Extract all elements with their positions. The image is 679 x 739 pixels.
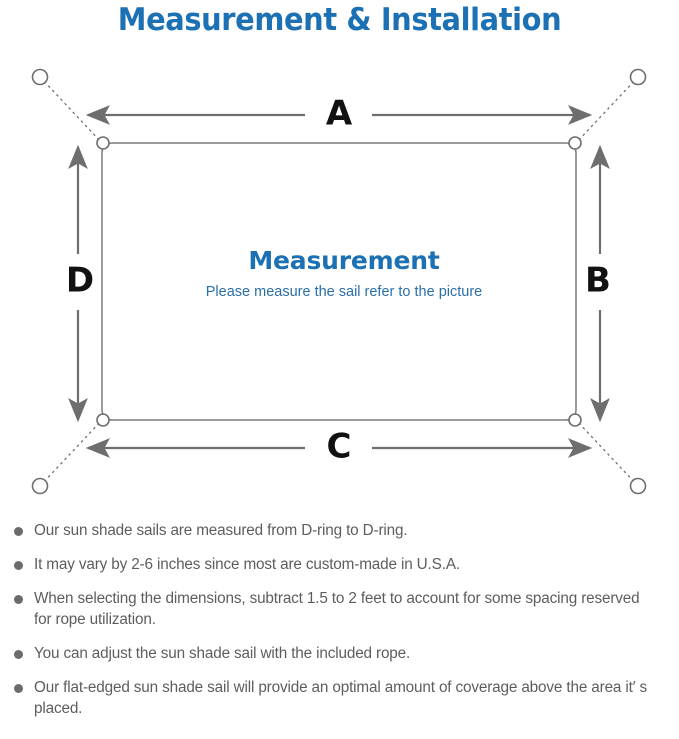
- dimension-d-label: D: [66, 261, 94, 301]
- anchor-top-right-icon: [629, 68, 647, 86]
- dimension-b: B: [585, 144, 611, 423]
- d-ring-top-left-icon: [96, 136, 110, 150]
- rope-line-bottom-left: [39, 419, 103, 487]
- sail-center-subheading: Please measure the sail refer to the pic…: [206, 284, 482, 300]
- list-item: When selecting the dimensions, subtract …: [0, 588, 679, 630]
- bullet-icon: [14, 684, 23, 693]
- note-text: Our sun shade sails are measured from D-…: [34, 522, 408, 539]
- sail-center-heading: Measurement: [248, 246, 439, 275]
- d-ring-top-right-icon: [568, 136, 582, 150]
- list-item: Our flat-edged sun shade sail will provi…: [0, 677, 679, 719]
- note-text: When selecting the dimensions, subtract …: [34, 590, 640, 628]
- bullet-icon: [14, 527, 23, 536]
- dimension-d: D: [66, 144, 94, 423]
- note-text: It may vary by 2-6 inches since most are…: [34, 556, 460, 573]
- dimension-c-label: C: [327, 427, 352, 467]
- rope-line-bottom-right: [575, 419, 639, 487]
- anchor-top-left-icon: [31, 68, 49, 86]
- d-ring-bottom-left-icon: [96, 413, 110, 427]
- anchor-bottom-right-icon: [629, 477, 647, 495]
- measurement-diagram: A C D B Measurement Please measure the s…: [0, 48, 679, 518]
- dimension-c: C: [85, 427, 593, 467]
- rope-line-top-right: [575, 76, 639, 144]
- note-text: You can adjust the sun shade sail with t…: [34, 645, 411, 662]
- list-item: You can adjust the sun shade sail with t…: [0, 643, 679, 664]
- bullet-icon: [14, 650, 23, 659]
- note-text: Our flat-edged sun shade sail will provi…: [34, 679, 648, 717]
- bullet-icon: [14, 561, 23, 570]
- dimension-b-label: B: [585, 261, 611, 301]
- dimension-a-label: A: [326, 94, 353, 134]
- d-rings: [96, 136, 582, 427]
- anchor-points: [31, 68, 647, 495]
- d-ring-bottom-right-icon: [568, 413, 582, 427]
- list-item: Our sun shade sails are measured from D-…: [0, 520, 679, 541]
- bullet-icon: [14, 595, 23, 604]
- notes-list: Our sun shade sails are measured from D-…: [0, 520, 679, 732]
- anchor-bottom-left-icon: [31, 477, 49, 495]
- list-item: It may vary by 2-6 inches since most are…: [0, 554, 679, 575]
- dimension-a: A: [85, 94, 593, 134]
- sail-outline: [101, 142, 577, 421]
- rope-line-top-left: [39, 76, 103, 144]
- page-title: Measurement & Installation: [117, 2, 562, 38]
